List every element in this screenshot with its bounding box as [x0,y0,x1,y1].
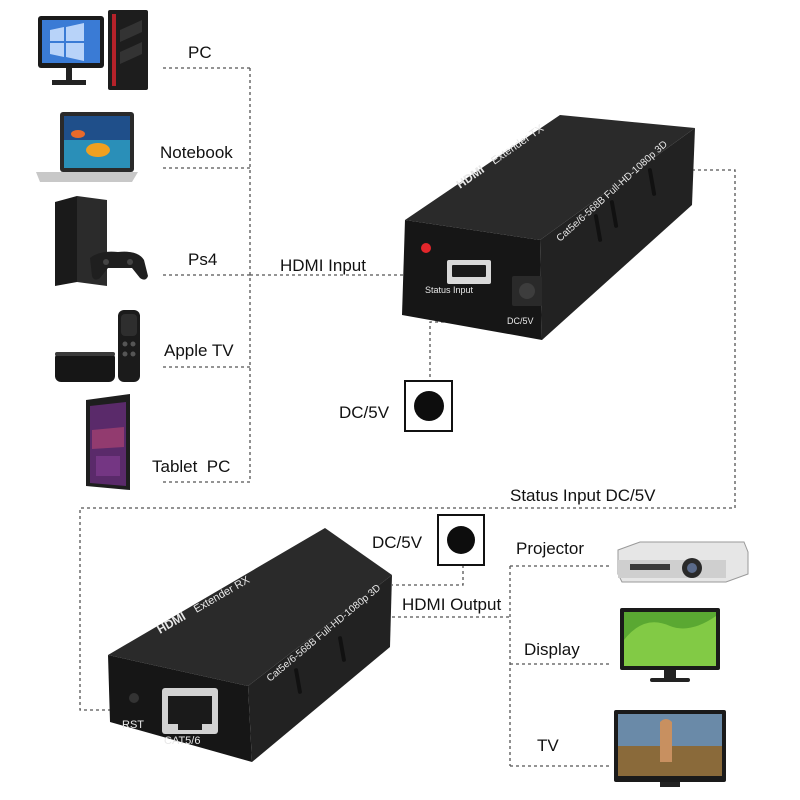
tv-icon [614,710,726,787]
tablet-pc-icon [86,394,130,490]
ps4-label: Ps4 [188,250,217,269]
display-icon [620,608,720,682]
projector-icon [617,541,749,583]
transmitter-unit: Status Input DC/5V HDMI Extender TX Cat5… [402,115,695,340]
tv-label: TV [537,736,559,755]
ps4-icon [55,196,148,286]
notebook-label: Notebook [160,143,233,162]
tx-power-box [404,380,453,432]
source-labels: PC Notebook Ps4 Apple TV Tablet PC [152,43,234,476]
receiver-unit: RST CAT5/6 HDMI Extender RX Cat5e/6-568B… [108,528,392,762]
status-input-dc-label: Status Input DC/5V [510,486,656,505]
rx-cat-label: CAT5/6 [164,735,200,747]
rx-side-face [248,575,392,762]
tx-dc-jack [519,283,535,299]
tx-status-led [421,243,431,253]
rx-power-box [437,514,485,566]
apple-tv-icon [55,310,140,382]
tx-dc-5v-label: DC/5V [339,403,390,422]
tx-top-face [405,115,695,240]
tx-side-face [540,128,695,340]
rx-rst-label: RST [122,719,144,731]
rx-dc-5v-label: DC/5V [372,533,423,552]
apple-tv-label: Apple TV [164,341,234,360]
power-jack-icon [414,391,444,421]
output-labels: Projector Display TV [516,539,584,755]
power-jack-icon [447,526,475,554]
tx-status-input-label: Status Input [425,285,474,295]
tablet-pc-label: Tablet PC [152,457,230,476]
rx-rst-button [129,693,139,703]
pc-label: PC [188,43,212,62]
notebook-icon [36,112,138,182]
hdmi-input-label: HDMI Input [280,256,366,275]
display-label: Display [524,640,580,659]
pc-icon [38,10,148,90]
tx-dc-label: DC/5V [507,316,534,326]
projector-label: Projector [516,539,584,558]
hdmi-output-label: HDMI Output [402,595,501,614]
rx-top-face [108,528,392,686]
